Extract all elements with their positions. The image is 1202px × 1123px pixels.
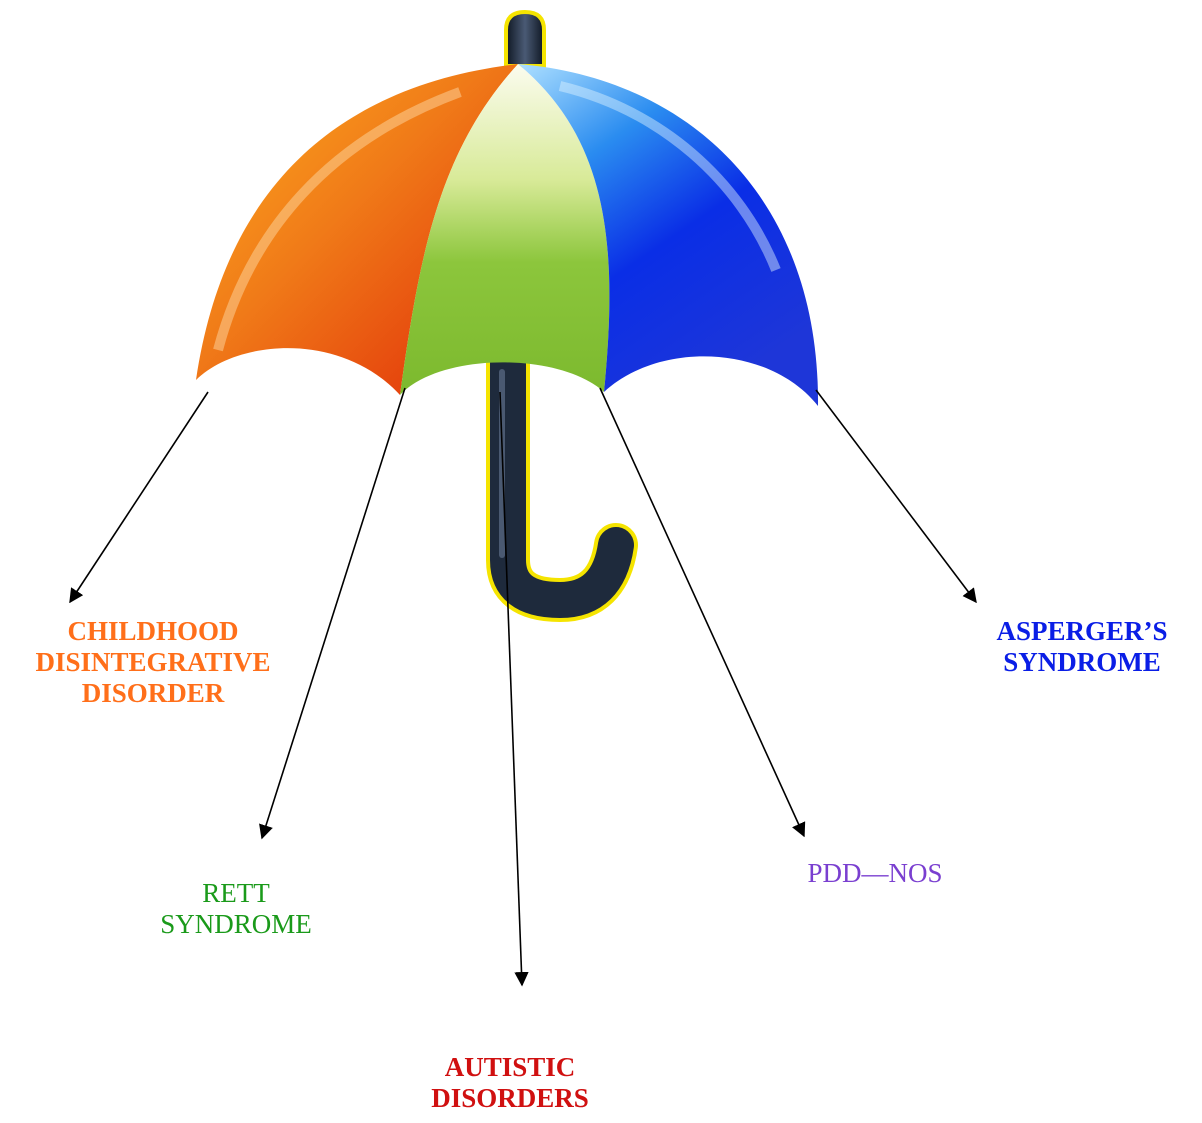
label-line: DISORDER — [0, 678, 306, 709]
arrow-pdd — [600, 388, 804, 836]
umbrella-tip — [506, 12, 544, 66]
childhood-disintegrative-disorder-label: CHILDHOOD DISINTEGRATIVE DISORDER — [0, 616, 306, 709]
pdd-nos-label: PDD—NOS — [770, 858, 980, 889]
label-line: ASPERGER’S — [972, 616, 1192, 647]
label-line: AUTISTIC — [400, 1052, 620, 1083]
arrow-childhood — [70, 392, 208, 602]
arrow-rett — [262, 388, 405, 838]
label-line: DISINTEGRATIVE — [0, 647, 306, 678]
label-line: CHILDHOOD — [0, 616, 306, 647]
arrow-asperger — [816, 390, 976, 602]
label-line: SYNDROME — [972, 647, 1192, 678]
autistic-disorders-label: AUTISTIC DISORDERS — [400, 1052, 620, 1114]
rett-syndrome-label: RETT SYNDROME — [136, 878, 336, 940]
label-line: DISORDERS — [400, 1083, 620, 1114]
label-line: PDD—NOS — [770, 858, 980, 889]
label-line: RETT — [136, 878, 336, 909]
label-line: SYNDROME — [136, 909, 336, 940]
aspergers-syndrome-label: ASPERGER’S SYNDROME — [972, 616, 1192, 678]
